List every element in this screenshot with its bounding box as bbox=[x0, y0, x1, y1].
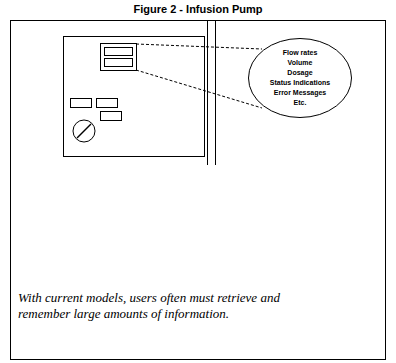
callout-ellipse: Flow ratesVolumeDosageStatus Indications… bbox=[248, 38, 352, 118]
leader-line bbox=[136, 70, 262, 108]
button bbox=[71, 99, 92, 108]
figure-caption: With current models, users often must re… bbox=[18, 290, 303, 322]
figure-frame bbox=[11, 21, 386, 360]
dial bbox=[73, 120, 95, 142]
callout-item: Dosage bbox=[287, 68, 312, 78]
ellipse-shape bbox=[249, 39, 352, 118]
callout-item: Etc. bbox=[294, 98, 307, 108]
callout-item: Flow rates bbox=[283, 48, 318, 58]
pump-housing bbox=[64, 37, 205, 157]
callout-text-stack: Flow ratesVolumeDosageStatus Indications… bbox=[248, 38, 352, 118]
button bbox=[101, 112, 122, 121]
leader-line bbox=[136, 44, 262, 49]
callout-item: Error Messages bbox=[274, 88, 327, 98]
callout-item: Status Indications bbox=[270, 78, 330, 88]
display-row bbox=[105, 59, 133, 67]
dial-slash bbox=[77, 124, 91, 138]
display-frame bbox=[101, 44, 137, 71]
pole-line bbox=[207, 21, 208, 165]
button bbox=[97, 99, 118, 108]
callout-item: Volume bbox=[288, 58, 313, 68]
figure-title: Figure 2 - Infusion Pump bbox=[0, 3, 396, 15]
display-row bbox=[105, 48, 133, 56]
pole-line bbox=[215, 21, 216, 165]
